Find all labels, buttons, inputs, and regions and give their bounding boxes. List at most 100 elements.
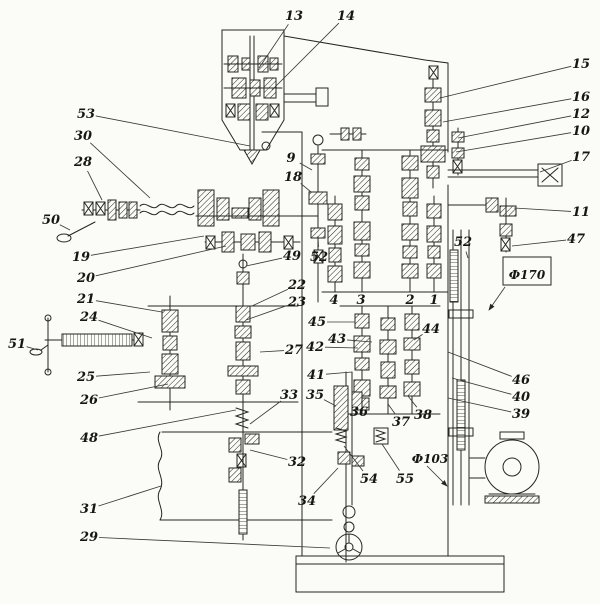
leader-line-43 [346, 339, 373, 343]
callout-38: 38 [414, 408, 432, 423]
callout-35: 35 [306, 388, 324, 403]
leader-line-50 [59, 224, 71, 231]
leader-line-26 [98, 383, 169, 399]
leader-line-31 [98, 485, 162, 507]
leader-line-51 [26, 346, 39, 351]
leader-line-20 [95, 245, 227, 277]
leader-line-42 [324, 346, 359, 349]
callout-18: 18 [284, 170, 302, 185]
leader-line-21 [95, 300, 163, 313]
base-outline [295, 555, 505, 593]
callout-3: 3 [356, 293, 365, 308]
leader-line-34 [313, 467, 339, 494]
leader-line-36 [360, 399, 363, 403]
callout-42: 42 [306, 340, 324, 355]
leader-line-29 [98, 537, 331, 549]
callout-44: 44 [422, 322, 440, 337]
callout-30: 30 [74, 129, 92, 144]
callout-16: 16 [572, 90, 590, 105]
top-slant-outline [283, 35, 449, 153]
callout-4: 4 [329, 293, 338, 308]
leader-line-23 [245, 304, 288, 321]
leader-line-46 [447, 351, 512, 377]
leader-line-10 [455, 132, 572, 153]
annotation-arrow [426, 465, 448, 487]
callout-22: 22 [287, 278, 306, 293]
leader-line-47 [511, 239, 567, 247]
leader-line-14 [271, 22, 340, 91]
leader-line-9 [299, 162, 313, 171]
callout-41: 41 [307, 368, 325, 383]
annotation-Ф103: Ф103 [412, 452, 448, 466]
annotation-arrow [488, 286, 506, 311]
callout-28: 28 [73, 155, 92, 170]
callout-19: 19 [72, 250, 90, 265]
leader-line-48 [98, 409, 237, 437]
callout-26: 26 [79, 393, 98, 408]
callout-53: 53 [77, 107, 95, 122]
callout-46: 46 [512, 373, 530, 388]
leader-line-18 [300, 183, 312, 193]
callout-52: 52 [310, 250, 328, 265]
callout-50: 50 [42, 213, 60, 228]
leader-line-22 [251, 288, 289, 307]
callout-1: 1 [429, 293, 438, 308]
callout-32: 32 [288, 455, 306, 470]
leader-line-30 [90, 142, 151, 199]
callout-12: 12 [572, 107, 590, 122]
leader-line-24 [98, 319, 153, 339]
leader-line-16 [442, 98, 572, 123]
annotation-box [502, 256, 552, 286]
callout-31: 31 [80, 502, 98, 517]
callout-43: 43 [328, 332, 346, 347]
leader-line-32 [249, 449, 288, 460]
spindle-nose [243, 149, 261, 166]
leader-line-52 [465, 251, 469, 259]
callout-40: 40 [512, 390, 530, 405]
leader-line-33 [249, 400, 282, 425]
callout-36: 36 [350, 405, 368, 420]
callout-14: 14 [337, 9, 355, 24]
callout-13: 13 [285, 9, 303, 24]
callout-48: 48 [80, 431, 98, 446]
machine-art [29, 29, 563, 593]
callout-33: 33 [280, 388, 298, 403]
callout-55: 55 [396, 472, 414, 487]
callout-2: 2 [404, 293, 414, 308]
callout-52: 52 [454, 235, 472, 250]
leader-line-40 [451, 377, 512, 395]
callout-11: 11 [572, 205, 590, 220]
leader-line-13 [258, 24, 289, 69]
leader-line-19 [90, 235, 205, 256]
leader-line-49 [245, 257, 283, 267]
callout-24: 24 [79, 310, 98, 325]
callout-45: 45 [308, 315, 326, 330]
leader-line-15 [439, 65, 572, 99]
column-outline [261, 131, 303, 557]
callout-9: 9 [286, 151, 295, 166]
leader-line-52 [317, 235, 319, 248]
leader-line-28 [87, 170, 103, 201]
callout-17: 17 [572, 150, 590, 165]
callout-49: 49 [283, 249, 301, 264]
leader-line-25 [95, 371, 151, 377]
leader-line-44 [413, 334, 423, 341]
leader-line-53 [95, 115, 251, 147]
callout-39: 39 [512, 407, 530, 422]
leader-line-41 [325, 371, 353, 375]
callout-15: 15 [572, 57, 590, 72]
callout-20: 20 [76, 271, 95, 286]
callout-37: 37 [392, 415, 410, 430]
leader-line-39 [447, 397, 512, 413]
leader-line-54 [343, 445, 364, 472]
leader-line-27 [259, 350, 285, 353]
leader-line-12 [457, 115, 572, 139]
leader-line-37 [387, 403, 396, 415]
leader-line-38 [407, 395, 418, 408]
callout-21: 21 [76, 292, 95, 307]
leader-line-11 [513, 207, 572, 212]
annotation-Ф170: Ф170 [509, 268, 546, 282]
